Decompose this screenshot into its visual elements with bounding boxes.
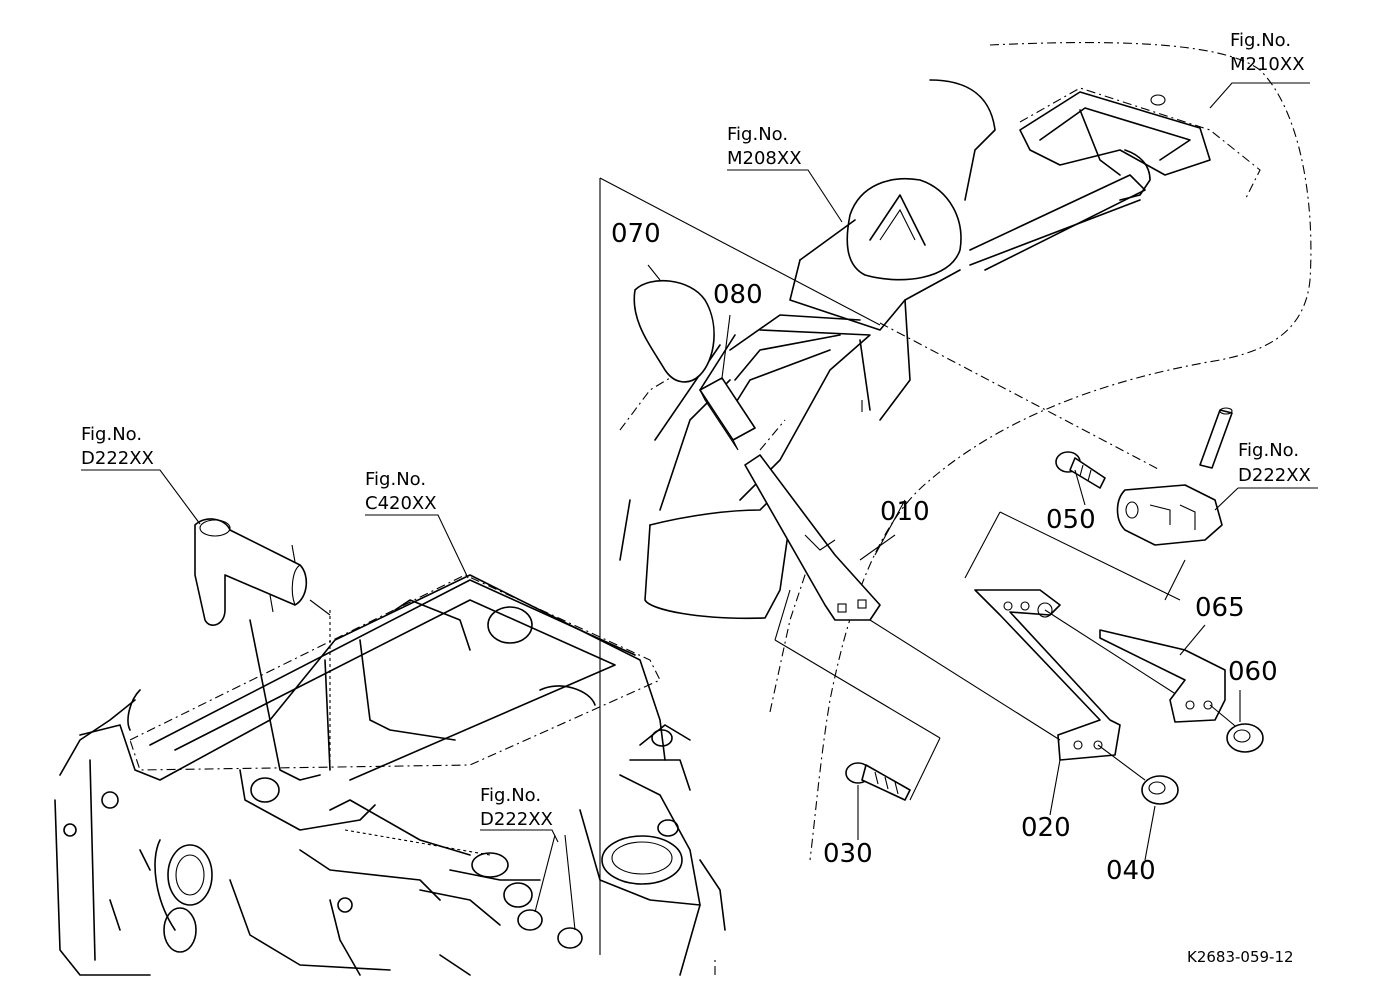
fig-ref-d222-right-code: D222XX [1238,465,1311,486]
shaft-left-drawing [194,518,308,626]
leader-lines [81,82,1318,861]
bolt-030-drawing [845,762,911,801]
nut-060-drawing [1226,723,1264,753]
part-label-070: 070 [611,219,661,249]
part-label-040: 040 [1106,856,1156,886]
fig-ref-d222-right-label: Fig.No. [1238,440,1299,461]
figure-references: Fig.No. M210XX Fig.No. M208XX Fig.No. D2… [81,30,1311,830]
part-label-030: 030 [823,839,873,869]
part-labels: 070 080 010 050 065 060 020 030 040 [611,219,1278,886]
drawing-number: K2683-059-12 [1187,948,1294,966]
nut-040-drawing [1097,744,1179,805]
pin-080-drawing [699,314,756,451]
plate-065-drawing [1099,629,1241,731]
fig-ref-m210-label: Fig.No. [1230,30,1291,51]
fig-ref-d222-left-label: Fig.No. [81,424,142,445]
transmission-housing [54,574,726,976]
lever-010-drawing [744,454,896,621]
part-label-020: 020 [1021,813,1071,843]
yoke-drawing [1116,407,1233,546]
fig-ref-d222-bottom-label: Fig.No. [480,785,541,806]
part-label-050: 050 [1046,505,1096,535]
fig-ref-c420-label: Fig.No. [365,469,426,490]
fig-ref-m208-label: Fig.No. [727,124,788,145]
frame-lines [599,177,881,955]
knob-070-drawing [633,264,715,383]
fig-ref-m208-code: M208XX [727,148,802,169]
fig-ref-m210-code: M210XX [1230,54,1305,75]
part-label-080: 080 [713,280,763,310]
fig-ref-d222-bottom-code: D222XX [480,809,553,830]
fig-ref-c420-code: C420XX [365,493,437,514]
part-label-060: 060 [1228,657,1278,687]
fig-ref-d222-left-code: D222XX [81,448,154,469]
bolt-050-drawing [1055,451,1106,489]
part-label-010: 010 [880,497,930,527]
part-label-065: 065 [1195,593,1245,623]
bracket-020-drawing [974,589,1186,761]
